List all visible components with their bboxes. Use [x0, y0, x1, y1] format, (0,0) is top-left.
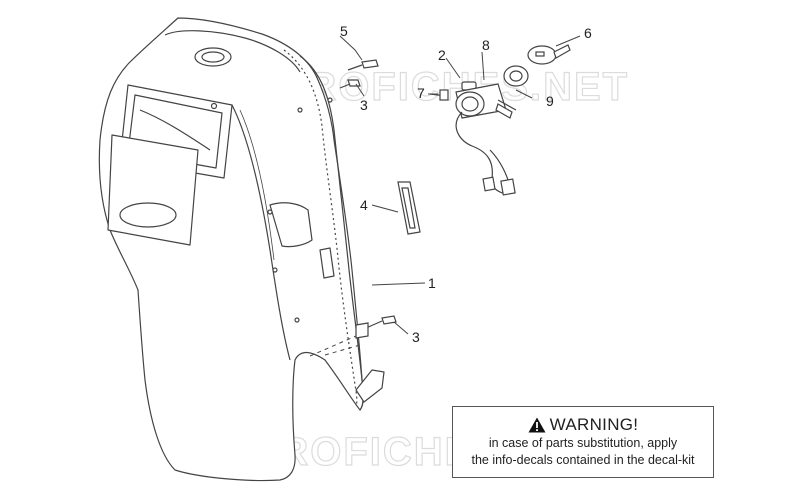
callout-8: 8 [482, 37, 490, 53]
warning-title: WARNING! [549, 415, 639, 434]
rubber-pad [397, 181, 421, 235]
callout-2: 2 [438, 47, 446, 63]
callout-4: 4 [360, 197, 368, 213]
callout-labels: 5 3 2 8 6 7 9 4 1 3 [340, 23, 592, 345]
callout-9: 9 [546, 93, 554, 109]
callout-3-top: 3 [360, 97, 368, 113]
callout-6: 6 [584, 25, 592, 41]
warning-box: WARNING! in case of parts substitution, … [452, 406, 714, 478]
leader-lines [309, 35, 581, 357]
screws-top [339, 59, 379, 89]
callout-5: 5 [340, 23, 348, 39]
callout-7: 7 [417, 85, 425, 101]
screw-bottom [355, 315, 397, 339]
warning-line-1: in case of parts substitution, apply [488, 436, 678, 450]
callout-3-bottom: 3 [412, 329, 420, 345]
front-shield [98, 17, 385, 482]
ignition-switch-assembly [429, 65, 529, 196]
warning-triangle-icon [528, 417, 546, 433]
key-icon [527, 44, 571, 65]
callout-1: 1 [428, 275, 436, 291]
warning-heading: WARNING! [453, 415, 713, 435]
warning-line-2: the info-decals contained in the decal-k… [471, 453, 695, 467]
